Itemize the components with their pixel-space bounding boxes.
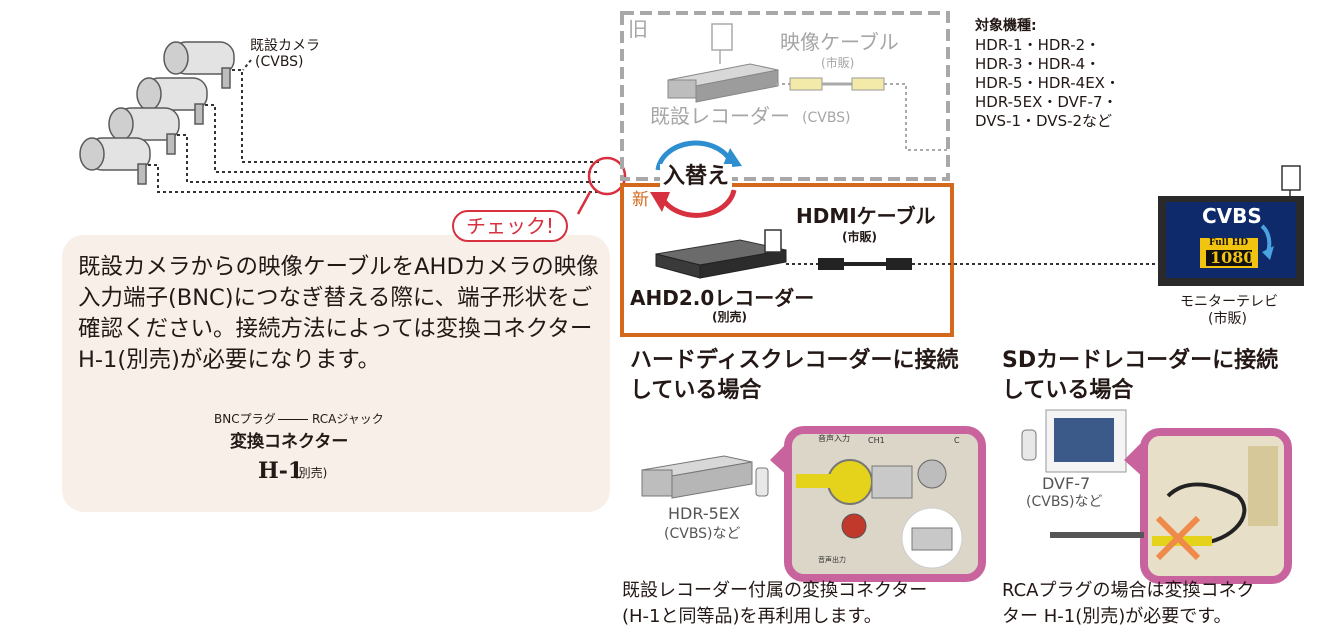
sd-note-1: RCAプラグの場合は変換コネク xyxy=(1002,580,1255,601)
sd-heading-1: SDカードレコーダーに接続 xyxy=(1002,348,1279,373)
sd-connection-closeup xyxy=(1140,428,1292,584)
target-model-line: HDR-5・HDR-4EX・ xyxy=(975,74,1120,92)
target-model-line: DVS-1・DVS-2など xyxy=(975,112,1113,130)
existing-camera-sub: (CVBS) xyxy=(255,54,304,70)
target-model-line: HDR-5EX・DVF-7・ xyxy=(975,93,1118,111)
replace-label: 入替え xyxy=(660,164,733,191)
existing-camera-label: 既設カメラ xyxy=(250,38,320,54)
ahd-recorder-label: AHD2.0レコーダー xyxy=(630,286,815,310)
hdmi-cable-sub: (市販) xyxy=(842,230,877,244)
rca-jack-caption: RCAジャック xyxy=(312,412,384,426)
hdd-note-1: 既設レコーダー付属の変換コネクター xyxy=(622,580,928,601)
hdmi-cable xyxy=(786,258,1162,270)
info-text: 既設カメラからの映像ケーブルをAHDカメラの映像入力端子(BNC)につなぎ替える… xyxy=(78,254,599,373)
hdd-connection-closeup xyxy=(784,426,986,582)
hdd-model-sub: (CVBS)など xyxy=(664,526,741,542)
info-box xyxy=(62,235,610,512)
ahd-recorder-sub: (別売) xyxy=(712,310,747,324)
sd-heading-2: している場合 xyxy=(1002,378,1134,403)
camera-icon xyxy=(163,41,235,89)
old-recorder-sub: (CVBS) xyxy=(802,110,851,126)
camera-icon xyxy=(79,137,151,185)
target-models-title: 対象機種: xyxy=(975,18,1037,34)
tv-screen-top: CVBS xyxy=(1202,204,1262,228)
old-cable-sub: (市販) xyxy=(821,56,855,70)
sd-rca-cable xyxy=(1050,532,1144,538)
replace-arrows xyxy=(650,140,742,218)
old-box-tag: 旧 xyxy=(628,17,648,41)
old-cable-label: 映像ケーブル xyxy=(780,30,899,54)
hdd-panel-label: C xyxy=(954,436,960,445)
power-outlet-icon xyxy=(764,229,782,253)
hdmi-cable-label: HDMIケーブル xyxy=(796,204,936,228)
hdr5ex-illustration xyxy=(641,455,769,499)
tv-label: モニターテレビ xyxy=(1180,294,1278,310)
check-badge: チェック! xyxy=(452,210,569,242)
tv-badge-bottom: 1080 xyxy=(1210,248,1255,267)
power-outlet-icon xyxy=(1281,165,1301,191)
sd-note-2: ター H-1(別売)が必要です。 xyxy=(1002,606,1232,627)
hdd-note-2: (H-1と同等品)を再利用します。 xyxy=(622,606,882,627)
power-outlet-icon xyxy=(711,23,733,51)
bnc-plug-caption: BNCプラグ xyxy=(214,412,276,426)
tv-sub: (市販) xyxy=(1208,311,1247,327)
tv-illustration xyxy=(1158,196,1304,286)
connector-model: H-1 xyxy=(258,458,304,484)
tv-badge-top: Full HD xyxy=(1209,238,1249,248)
check-point-circle xyxy=(587,156,627,196)
dvf7-illustration xyxy=(1021,409,1127,473)
hdd-panel-label: 音声入力 xyxy=(818,434,850,443)
hdd-heading-1: ハードディスクレコーダーに接続 xyxy=(630,348,959,373)
old-system-box xyxy=(620,11,950,181)
hdd-heading-2: している場合 xyxy=(630,378,762,403)
sd-model: DVF-7 xyxy=(1042,474,1091,493)
hdd-panel-label: 音声出力 xyxy=(818,556,846,564)
camera-icon xyxy=(108,107,180,155)
new-system-box xyxy=(620,183,954,337)
double-arrow-icon xyxy=(278,419,308,420)
hdd-model: HDR-5EX xyxy=(668,504,740,523)
target-model-line: HDR-1・HDR-2・ xyxy=(975,36,1101,54)
connector-label: 変換コネクター xyxy=(230,432,349,452)
new-box-tag: 新 xyxy=(632,190,649,210)
ahd-recorder-illustration xyxy=(655,239,787,279)
camera-cables xyxy=(148,59,600,193)
hdd-panel-label: CH1 xyxy=(868,436,885,445)
old-recorder-label: 既設レコーダー xyxy=(650,104,790,128)
existing-cameras-illustration xyxy=(79,41,235,185)
old-recorder-illustration xyxy=(667,63,779,103)
connector-sub: (別売) xyxy=(294,466,328,480)
sd-model-sub: (CVBS)など xyxy=(1026,494,1103,510)
target-model-line: HDR-3・HDR-4・ xyxy=(975,55,1101,73)
old-video-cable xyxy=(776,77,948,151)
